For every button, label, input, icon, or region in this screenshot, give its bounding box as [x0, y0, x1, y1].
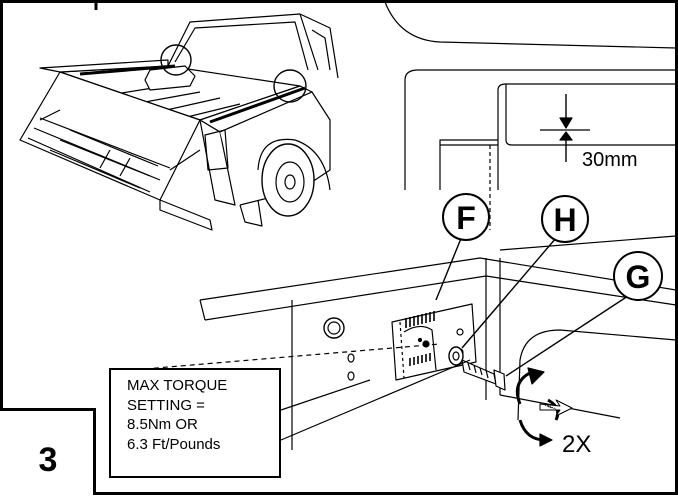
callout-G: G	[613, 251, 663, 301]
callout-F: F	[442, 193, 490, 241]
torque-note-line-1: MAX TORQUE	[127, 377, 228, 394]
callout-G-label: G	[626, 259, 651, 295]
step-number-box: 3	[0, 408, 96, 495]
torque-note-box: MAX TORQUE SETTING = 8.5Nm OR 6.3 Ft/Pou…	[109, 368, 281, 478]
callout-F-label: F	[456, 200, 476, 236]
torque-note-line-2: SETTING =	[127, 396, 205, 414]
callout-H-label: H	[553, 202, 576, 238]
truck-illustration	[19, 13, 339, 231]
step-number: 3	[38, 441, 58, 479]
quantity-label: 2X	[562, 431, 591, 458]
torque-note-line-4: 6.3 Ft/Pounds	[127, 435, 221, 453]
callout-H: H	[541, 195, 589, 243]
torque-note-line-3: 8.5Nm OR	[127, 416, 198, 433]
dimension-label: 30mm	[582, 149, 638, 171]
